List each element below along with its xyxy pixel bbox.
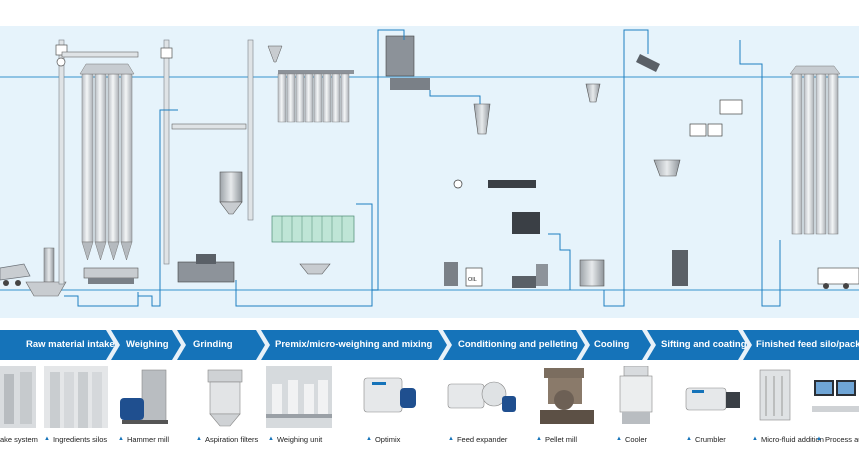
stage-cooling: Cooling — [594, 339, 630, 350]
pelleting-bins — [385, 35, 430, 90]
weighing-hopper — [83, 267, 139, 284]
stage-weighing: Weighing — [126, 339, 169, 350]
equipment-caption: ake system — [0, 434, 38, 444]
feed-expander-photo-icon — [447, 381, 516, 412]
chevron-right-icon — [642, 330, 656, 360]
intake-system-photo-icon — [0, 366, 36, 428]
micro-silos — [267, 45, 354, 123]
micro-fluid-photo-icon — [759, 369, 791, 421]
oil-tank: OIL — [465, 267, 483, 287]
chevron-right-icon — [738, 330, 752, 360]
hammer-mill-diagram — [177, 254, 235, 283]
aspiration-filter — [219, 171, 243, 215]
stage-premix-mixing: Premix/micro-weighing and mixing — [275, 339, 433, 350]
stage-grinding: Grinding — [193, 339, 233, 350]
process-flow-diagram: OIL — [0, 26, 859, 318]
equipment-caption: ▲Feed expander — [448, 434, 508, 444]
equipment-caption: ▲Ingredients silos — [44, 434, 108, 444]
stage-conditioning-pelleting: Conditioning and pelleting — [458, 339, 578, 350]
micro-weighing-unit — [271, 215, 355, 243]
stage-raw-material-intake: Raw material intake — [26, 339, 115, 350]
process-pipes — [64, 29, 781, 307]
equipment-caption: ▲Pellet mill — [536, 434, 578, 444]
silo-top-conveyor — [61, 51, 139, 58]
grinding-elevator — [160, 39, 173, 265]
mixer — [299, 263, 331, 275]
crumbler-photo-icon — [685, 387, 740, 411]
chevron-right-icon — [172, 330, 186, 360]
silo-photo-icon — [44, 366, 108, 428]
pellet-mill-photo-icon — [540, 368, 594, 424]
cooling-cyclone — [585, 83, 601, 103]
chevron-right-icon — [576, 330, 590, 360]
hammer-mill-photo-icon — [120, 369, 168, 424]
optimix-mixer-photo-icon — [363, 377, 416, 413]
cooler-photo-icon — [619, 366, 653, 424]
process-automation-photo-icon — [812, 380, 859, 412]
equipment-caption: ▲Weighing unit — [268, 434, 323, 444]
equipment-caption: ▲Micro-fluid addition — [752, 434, 824, 444]
equipment-photo-row: ake system ▲Ingredients silos ▲Hammer mi… — [0, 366, 859, 462]
equipment-caption: ▲Aspiration filters — [196, 434, 259, 444]
weighing-unit-photo-icon — [266, 366, 332, 428]
loading-truck — [817, 267, 859, 289]
chevron-right-icon — [256, 330, 270, 360]
grinding-conveyor — [171, 123, 247, 130]
intake-elevator — [55, 39, 68, 285]
stage-finished-feed-packing: Finished feed silo/packing — [756, 339, 859, 350]
oil-tank-label: OIL — [468, 277, 477, 283]
finished-feed-silos — [789, 65, 841, 235]
diagram-background — [0, 26, 859, 318]
premix-elevator — [247, 39, 254, 221]
equipment-caption: ▲Cooler — [616, 434, 648, 444]
process-flow-svg: OIL — [0, 26, 859, 318]
sifter — [636, 54, 660, 72]
stage-sifting-coating: Sifting and coating — [661, 339, 747, 350]
ingredient-silos — [79, 63, 135, 261]
pellet-mill-diagram — [512, 212, 540, 234]
equipment-caption: ▲Crumbler — [686, 434, 726, 444]
chevron-right-icon — [106, 330, 120, 360]
cooler-diagram — [579, 259, 605, 287]
equipment-caption: ▲Optimix — [366, 434, 401, 444]
intake-pit — [25, 247, 67, 297]
process-stage-banner: Raw material intake Weighing Grinding Pr… — [0, 330, 859, 360]
steam-conditioner — [453, 179, 536, 189]
chevron-right-icon — [438, 330, 452, 360]
conditioner-hopper — [473, 103, 491, 135]
equipment-caption: ▲Hammer mill — [118, 434, 170, 444]
coater — [653, 159, 688, 286]
truck-tipper — [0, 263, 31, 286]
pelleting-ground-units — [444, 262, 548, 288]
aspiration-filter-photo-icon — [207, 369, 243, 427]
coating-control-panel — [689, 99, 743, 137]
equipment-caption: ▲Process aut — [816, 434, 859, 444]
